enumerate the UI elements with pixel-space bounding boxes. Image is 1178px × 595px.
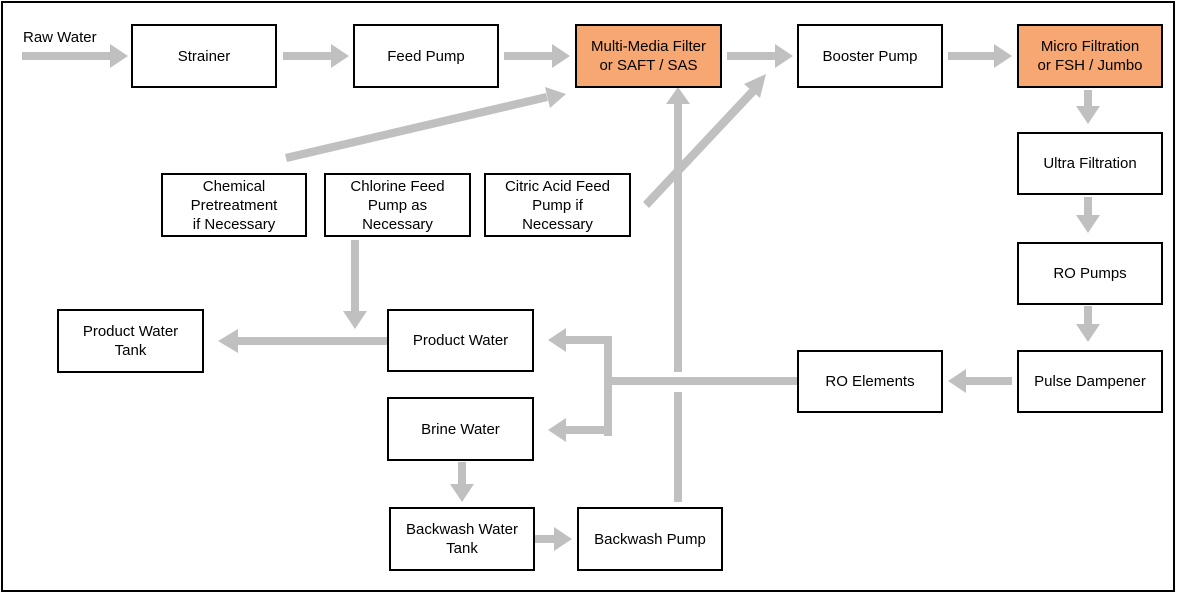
backwash-water-tank-node: Backwash Water Tank [389, 507, 535, 571]
micro-filtration-node: Micro Filtration or FSH / Jumbo [1017, 24, 1163, 88]
ultra-filtration-node: Ultra Filtration [1017, 132, 1163, 195]
raw-water-label: Raw Water [23, 29, 97, 46]
arrow-citric-to-booster [643, 74, 766, 208]
arrow-strainer-to-feed-pump [283, 44, 349, 68]
arrow-booster-to-micro [948, 44, 1012, 68]
brine-water-node: Brine Water [387, 397, 534, 461]
arrow-mmf-to-booster [727, 44, 793, 68]
arrow-chlorine-to-product-water [343, 240, 367, 329]
arrow-trunk-to-product-water [548, 328, 612, 352]
arrow-brine-to-backwash-tank [450, 462, 474, 502]
arrow-chemical-to-mmf [285, 87, 566, 162]
multi-media-filter-node: Multi-Media Filter or SAFT / SAS [575, 24, 722, 88]
product-water-tank-node: Product Water Tank [57, 309, 204, 373]
arrow-trunk-to-brine-water [548, 418, 612, 442]
arrow-pulse-to-ro-elements [948, 369, 1012, 393]
ro-elements-node: RO Elements [797, 350, 943, 413]
arrow-backwash-pump-to-mmf [666, 87, 690, 502]
arrow-micro-to-ultra [1076, 90, 1100, 124]
backwash-pump-node: Backwash Pump [577, 507, 723, 571]
strainer-node: Strainer [131, 24, 277, 88]
ro-pumps-node: RO Pumps [1017, 242, 1163, 305]
arrow-product-water-to-tank [218, 329, 388, 353]
citric-acid-feed-pump-node: Citric Acid Feed Pump if Necessary [484, 173, 631, 237]
arrow-ro-pumps-to-pulse [1076, 306, 1100, 342]
feed-pump-node: Feed Pump [353, 24, 499, 88]
line-ro-elements-trunk [604, 336, 798, 436]
product-water-node: Product Water [387, 309, 534, 372]
booster-pump-node: Booster Pump [797, 24, 943, 88]
pulse-dampener-node: Pulse Dampener [1017, 350, 1163, 413]
arrow-ultra-to-ro-pumps [1076, 197, 1100, 233]
chemical-pretreatment-node: Chemical Pretreatment if Necessary [161, 173, 307, 237]
arrow-backwash-tank-to-pump [534, 527, 572, 551]
chlorine-feed-pump-node: Chlorine Feed Pump as Necessary [324, 173, 471, 237]
arrow-raw-to-strainer [22, 44, 128, 68]
arrow-feed-pump-to-mmf [504, 44, 570, 68]
